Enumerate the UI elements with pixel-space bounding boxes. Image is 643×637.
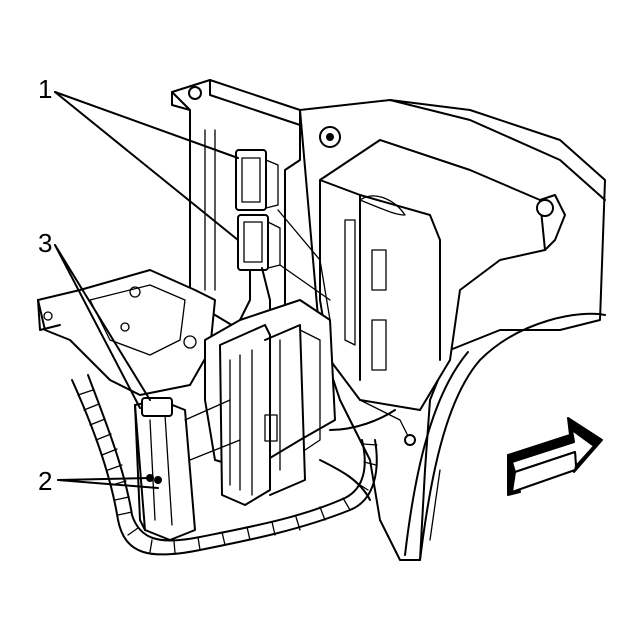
mounting-tray [37,269,216,396]
callout-2-label: 2 [38,466,52,496]
leader-lines [54,91,239,489]
lower-connector [237,214,281,271]
left-module [134,397,241,541]
upper-connector [235,149,279,211]
callout-3-label: 3 [38,228,52,258]
central-module [204,299,336,506]
wiring-harness-conduit [71,374,378,556]
forward-arrow-icon [507,417,603,496]
callout-1-label: 1 [38,74,52,104]
